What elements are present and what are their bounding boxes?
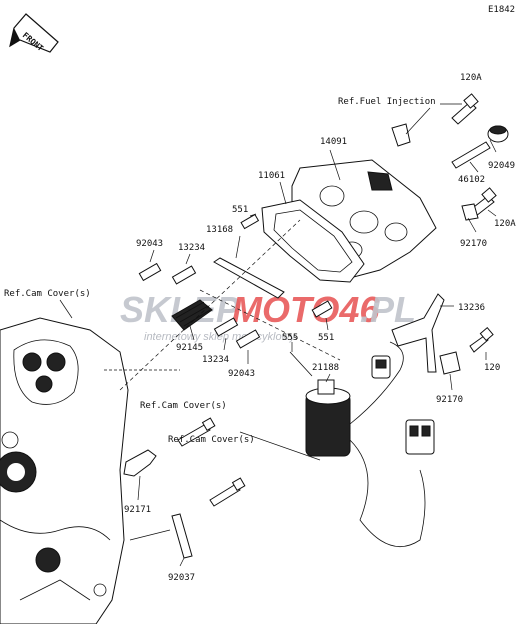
label-120A-mid: 120A bbox=[494, 219, 516, 229]
label-13236: 13236 bbox=[458, 303, 485, 313]
watermark: SKLEP MOTO46 .PL internetowy sklep motoc… bbox=[120, 289, 416, 343]
label-92170-bottom: 92170 bbox=[436, 395, 463, 405]
label-14091: 14091 bbox=[320, 137, 347, 147]
diagram-code: E1842 bbox=[488, 5, 515, 15]
label-92049: 92049 bbox=[488, 161, 515, 171]
cam-cover-engine bbox=[0, 317, 129, 624]
label-13234-left: 13234 bbox=[178, 243, 205, 253]
part-92145-spring bbox=[171, 299, 213, 331]
part-92037-tie bbox=[171, 513, 193, 559]
part-555-pin bbox=[289, 351, 313, 377]
cam-cover-bolt-1 bbox=[177, 417, 216, 447]
ref-cam-cover-label-2: Ref.Cam Cover(s) bbox=[140, 401, 227, 411]
part-120A-bolt-top bbox=[451, 93, 479, 125]
label-21188: 21188 bbox=[312, 363, 339, 373]
ref-cam-cover-label-3: Ref.Cam Cover(s) bbox=[168, 435, 255, 445]
part-551-pin-top bbox=[240, 213, 260, 230]
part-13234-pin-left bbox=[171, 265, 197, 285]
part-92170-clamp-bottom bbox=[439, 351, 461, 375]
fuel-injection-ref-part bbox=[391, 123, 411, 147]
cam-cover-bolt-2 bbox=[209, 477, 246, 507]
label-46102: 46102 bbox=[458, 175, 485, 185]
part-11061-gasket bbox=[261, 199, 365, 283]
watermark-main-b: MOTO46 bbox=[232, 289, 380, 330]
part-13168-plate bbox=[213, 257, 285, 299]
part-13236-bracket bbox=[391, 293, 445, 373]
sensor-connector-bottom bbox=[405, 419, 435, 455]
part-labels: Ref.Fuel Injection 120A 14091 92049 4610… bbox=[4, 73, 516, 583]
front-arrow-icon: FRONT bbox=[9, 13, 59, 53]
label-92037: 92037 bbox=[168, 573, 195, 583]
label-13168: 13168 bbox=[206, 225, 233, 235]
part-92170-clamp-top bbox=[461, 203, 479, 221]
label-551-mid: 551 bbox=[318, 333, 334, 343]
label-92170-top: 92170 bbox=[460, 239, 487, 249]
part-92171-clamp bbox=[123, 449, 157, 477]
sensor-connector-top bbox=[371, 355, 391, 379]
part-92049-seal bbox=[487, 125, 509, 143]
part-21188-sensor bbox=[305, 341, 426, 548]
part-92043-pin-left bbox=[138, 262, 162, 282]
part-46102-shaft bbox=[451, 141, 491, 169]
ref-fuel-injection-label: Ref.Fuel Injection bbox=[338, 97, 436, 107]
watermark-main-c: .PL bbox=[360, 289, 416, 330]
label-551-top: 551 bbox=[232, 205, 248, 215]
part-92043-pin-bottom bbox=[235, 329, 261, 349]
part-120-bolt bbox=[469, 327, 494, 353]
label-92171: 92171 bbox=[124, 505, 151, 515]
label-555: 555 bbox=[282, 333, 298, 343]
label-92043-left: 92043 bbox=[136, 239, 163, 249]
label-92043-bottom: 92043 bbox=[228, 369, 255, 379]
ref-cam-cover-label-1: Ref.Cam Cover(s) bbox=[4, 289, 91, 299]
leader-lines bbox=[59, 103, 497, 567]
label-120: 120 bbox=[484, 363, 500, 373]
part-13234-pin-bottom bbox=[213, 317, 239, 337]
part-551-pin-mid bbox=[311, 300, 333, 318]
label-11061: 11061 bbox=[258, 171, 285, 181]
label-92145: 92145 bbox=[176, 343, 203, 353]
label-13234-bottom: 13234 bbox=[202, 355, 229, 365]
label-120A-top: 120A bbox=[460, 73, 482, 83]
